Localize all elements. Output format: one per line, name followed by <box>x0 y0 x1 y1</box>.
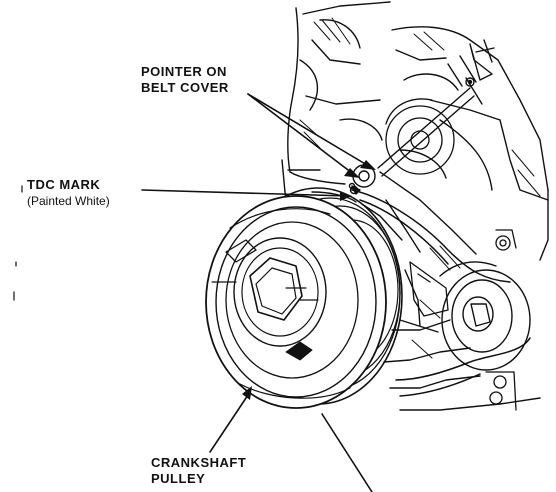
scan-artifacts <box>13 185 23 301</box>
pointer-label-line2: BELT COVER <box>141 80 229 95</box>
block-shading <box>299 17 541 359</box>
idler-pulley <box>439 261 531 371</box>
tensioner-bracket <box>399 261 517 411</box>
crankshaft-pulley-drawing <box>205 187 403 409</box>
pointer-label-line1: POINTER ON <box>141 64 227 79</box>
timing-light-illustration <box>377 39 495 177</box>
engine-block-outline <box>281 1 549 411</box>
crank-label-line2: PULLEY <box>151 471 206 486</box>
timing-belt <box>351 189 531 397</box>
arrowheads <box>242 160 376 400</box>
leader-lines <box>141 93 373 492</box>
crankshaft-pulley-label: CRANKSHAFT PULLEY <box>151 455 246 487</box>
bolt-upper-right <box>495 229 517 251</box>
tdc-mark-note: (Painted White) <box>27 194 110 208</box>
crank-label-line1: CRANKSHAFT <box>151 455 247 470</box>
tdc-mark-label: TDC MARK <box>27 177 101 192</box>
pointer-on-belt-cover-label: POINTER ON BELT COVER <box>141 64 229 96</box>
